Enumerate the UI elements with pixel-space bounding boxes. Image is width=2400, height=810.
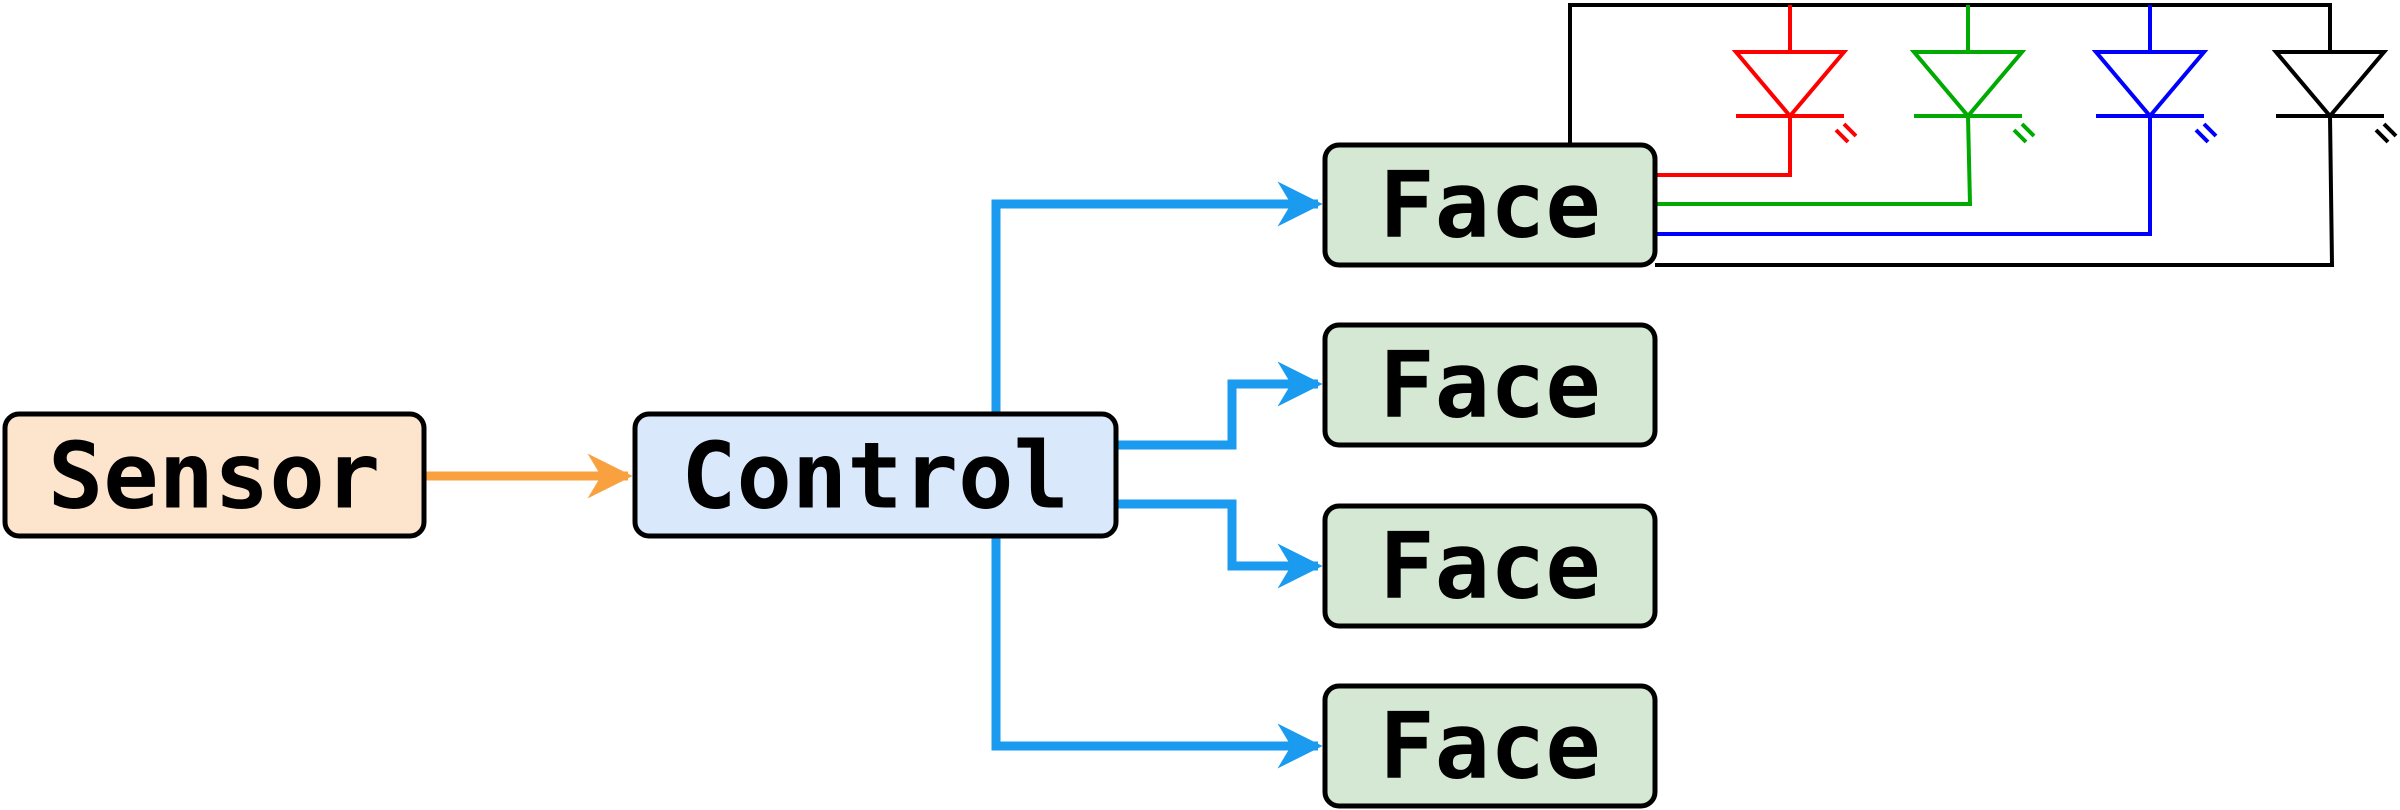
sensor-box	[2, 411, 427, 539]
sensor-label: Sensor	[48, 423, 380, 530]
control-node: Control	[632, 411, 1119, 539]
face-node-3: Face	[1322, 503, 1658, 629]
face-label: Face	[1379, 693, 1601, 800]
common-wire-bottom	[1655, 115, 2335, 267]
face-label: Face	[1379, 152, 1601, 259]
sensor-node: Sensor	[2, 411, 427, 539]
face-box	[1322, 322, 1658, 448]
green-wire-bottom	[1655, 115, 1973, 206]
face-box	[1322, 503, 1658, 629]
face-box	[1322, 683, 1658, 809]
face-label: Face	[1379, 332, 1601, 439]
face-label: Face	[1379, 513, 1601, 620]
green-led	[1909, 50, 2036, 144]
face-node-2: Face	[1322, 322, 1658, 448]
red-led	[1731, 50, 1858, 144]
face-node-1: Face	[1322, 142, 1658, 268]
face-node-4: Face	[1322, 683, 1658, 809]
common-led	[2271, 50, 2398, 144]
common-wire-top	[1568, 3, 2332, 145]
control-to-face-2-arrow	[1116, 361, 1323, 450]
control-to-face-3-arrow	[1116, 499, 1323, 589]
control-label: Control	[681, 423, 1069, 530]
control-to-face-1-arrow	[991, 181, 1323, 414]
blue-wire-bottom	[1655, 116, 2152, 236]
face-box	[1322, 142, 1658, 268]
connectors	[424, 181, 1323, 769]
red-wire-bottom	[1655, 116, 1792, 177]
control-to-face-4-arrow	[991, 536, 1323, 769]
control-box	[632, 411, 1119, 539]
blue-led	[2091, 50, 2218, 144]
led-circuit	[1568, 3, 2335, 267]
